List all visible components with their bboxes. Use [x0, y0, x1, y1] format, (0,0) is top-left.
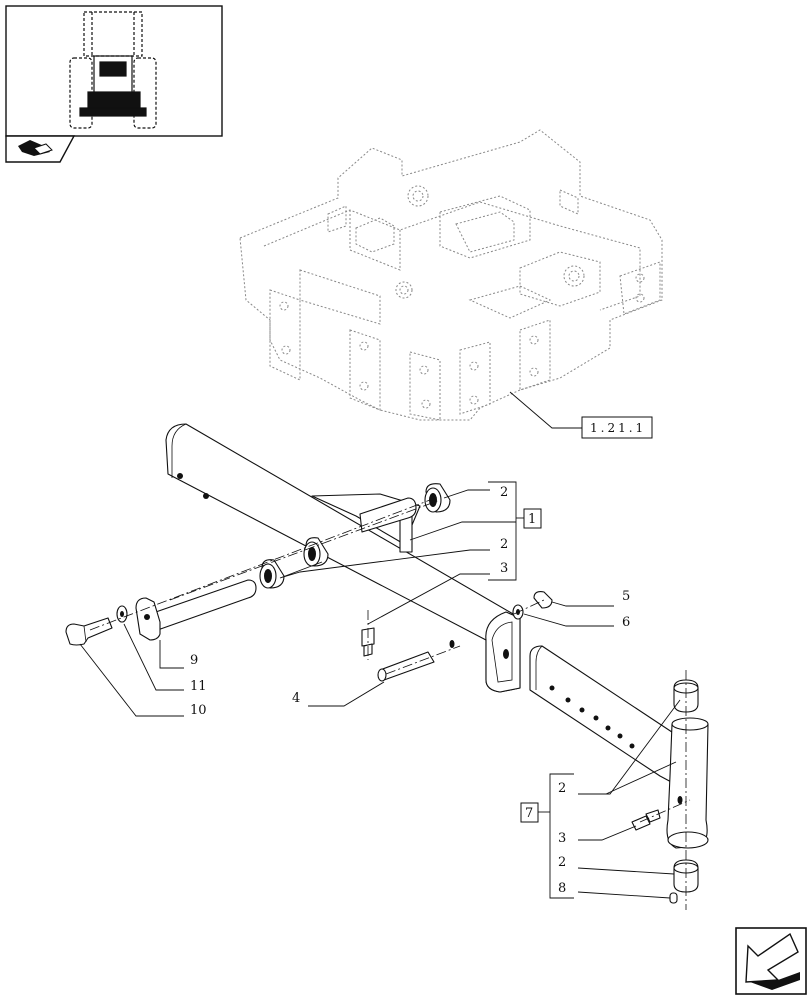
- callout-8: 8: [558, 881, 566, 896]
- callout-6: 6: [622, 615, 630, 630]
- bushing-lower: [259, 559, 285, 589]
- callout-3a: 3: [500, 561, 508, 576]
- callout-11: 11: [190, 679, 207, 694]
- reference-label: 1.21.1: [590, 421, 646, 435]
- book-section-icon: [5, 135, 76, 163]
- callout-1: 1: [528, 512, 536, 527]
- callout-5: 5: [622, 589, 630, 604]
- callout-3b: 3: [558, 831, 566, 846]
- kingpin-housing: [666, 717, 709, 849]
- reference-callout: 1.21.1: [509, 391, 653, 439]
- grease-fitting-lower: [631, 809, 661, 831]
- callout-7: 7: [525, 806, 533, 821]
- tractor-front-icon: [69, 11, 157, 129]
- tractor-thumbnail: [5, 5, 223, 163]
- callout-4-leader: 4: [292, 681, 385, 707]
- bushing-middle: [303, 537, 329, 567]
- callouts-9-11-10: 9 11 10: [79, 623, 207, 718]
- callouts-upper: 2 2 3: [279, 485, 516, 625]
- callouts-5-6: 5 6: [523, 589, 630, 630]
- assembly-centerlines: [89, 499, 691, 910]
- callout-2a: 2: [500, 485, 508, 500]
- dowel-pin: [669, 892, 678, 904]
- callout-9: 9: [190, 653, 198, 668]
- callout-2c: 2: [558, 781, 566, 796]
- callout-4: 4: [292, 691, 300, 706]
- next-page-arrow-icon[interactable]: [735, 927, 807, 995]
- bushing-upper: [424, 483, 451, 513]
- callout-2b: 2: [500, 537, 508, 552]
- callout-group-1: 1: [488, 481, 542, 581]
- callout-group-7: 7 2 3 2 8: [520, 699, 681, 899]
- axle-beam: [165, 423, 521, 693]
- front-support-casting-ghost: [239, 129, 663, 421]
- callout-2d: 2: [558, 855, 566, 870]
- pivot-stub: [359, 497, 417, 533]
- callout-10: 10: [190, 703, 207, 718]
- pivot-pin-assembly: [65, 579, 257, 646]
